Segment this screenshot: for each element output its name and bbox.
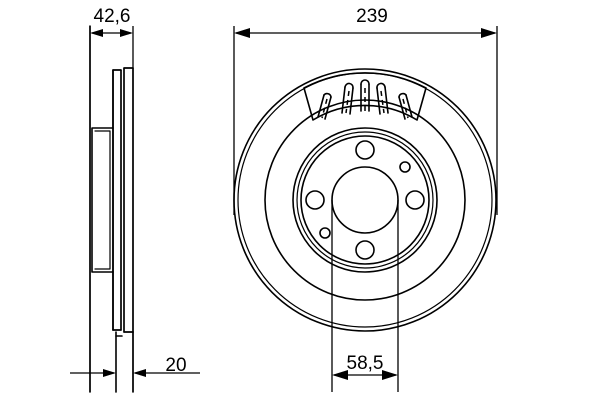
bolt-hole-bottom	[355, 240, 375, 260]
vane-slot-2-right	[349, 87, 354, 115]
overall-width-arrow-right	[120, 29, 133, 37]
hub-flange-outer	[292, 127, 438, 273]
vane-slot-3-cap	[360, 79, 370, 85]
bolt-hole-right	[405, 190, 425, 210]
disc-outer-chamfer	[237, 72, 493, 328]
vane-slot-2-hidden	[345, 90, 350, 114]
locating-hole-lower-left	[319, 227, 331, 239]
side-section-view: 42,6 20	[70, 6, 200, 393]
hub-bore-label: 58,5	[347, 353, 384, 374]
side-inner-friction-plate	[112, 69, 122, 331]
vane-slot-4-right	[384, 86, 389, 114]
vane-slot-1-cap	[323, 92, 332, 98]
outer-diameter-arrow-right	[481, 28, 497, 38]
vane-slot-1-hidden	[321, 98, 328, 119]
vane-slot-5-cap	[398, 92, 407, 98]
disc-outer-edge	[233, 68, 497, 332]
hub-center-bore	[331, 166, 399, 234]
side-outer-friction-plate	[123, 67, 134, 333]
front-view: 239	[233, 6, 498, 392]
overall-width-arrow-left	[90, 29, 103, 37]
hub-flange-step	[296, 131, 434, 269]
locating-hole-upper-right	[399, 161, 411, 173]
vane-slot-4-left	[376, 87, 381, 115]
cooling-vane-segment	[303, 72, 427, 121]
vane-slot-4-cap	[376, 82, 386, 89]
hub-bore-arrow-right	[382, 370, 398, 380]
core-thickness-arrow-left	[103, 369, 116, 377]
core-thickness-label: 20	[165, 355, 186, 376]
vane-slot-5-right	[405, 94, 413, 118]
vane-slot-2-cap	[344, 82, 354, 89]
vane-slot-4-hidden	[380, 90, 385, 114]
vane-segment-outline	[303, 72, 427, 121]
hub-face-edge	[300, 135, 430, 265]
outer-diameter-arrow-left	[234, 28, 250, 38]
friction-surface-inner-edge	[264, 99, 466, 301]
outer-diameter-label: 239	[356, 6, 388, 27]
core-thickness-arrow-right	[133, 369, 146, 377]
side-hat-inner-edge	[94, 130, 111, 270]
vane-slot-5-left	[398, 96, 406, 120]
bolt-hole-top	[355, 140, 375, 160]
vane-slot-1-left	[317, 94, 325, 118]
bolt-hole-left	[305, 190, 325, 210]
hub-bore-arrow-left	[332, 370, 348, 380]
vane-slot-5-hidden	[402, 98, 409, 119]
vane-slot-2-left	[341, 86, 346, 114]
overall-width-label: 42,6	[94, 6, 131, 27]
vane-slot-1-right	[324, 96, 332, 120]
